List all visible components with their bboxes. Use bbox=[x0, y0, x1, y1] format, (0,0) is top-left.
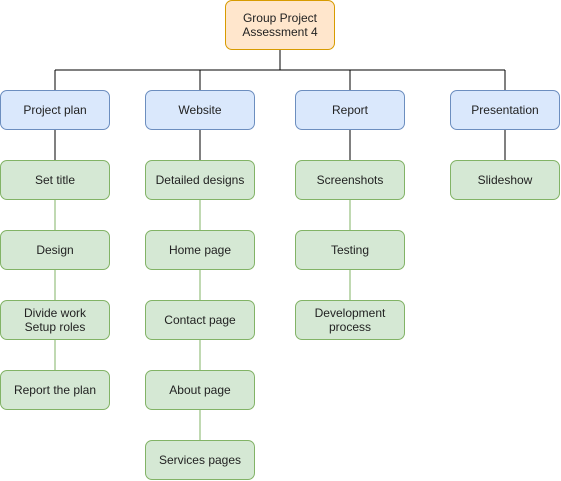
task-node-report-the-plan[interactable]: Report the plan bbox=[0, 370, 110, 410]
task-node-testing[interactable]: Testing bbox=[295, 230, 405, 270]
category-node-website[interactable]: Website bbox=[145, 90, 255, 130]
task-node-development-process[interactable]: Development process bbox=[295, 300, 405, 340]
task-node-contact-page[interactable]: Contact page bbox=[145, 300, 255, 340]
task-node-screenshots[interactable]: Screenshots bbox=[295, 160, 405, 200]
task-node-detailed-designs[interactable]: Detailed designs bbox=[145, 160, 255, 200]
category-node-presentation[interactable]: Presentation bbox=[450, 90, 560, 130]
category-node-project-plan[interactable]: Project plan bbox=[0, 90, 110, 130]
task-node-design[interactable]: Design bbox=[0, 230, 110, 270]
category-node-report[interactable]: Report bbox=[295, 90, 405, 130]
task-node-divide-work[interactable]: Divide work Setup roles bbox=[0, 300, 110, 340]
root-node-group-project[interactable]: Group Project Assessment 4 bbox=[225, 0, 335, 50]
task-node-slideshow[interactable]: Slideshow bbox=[450, 160, 560, 200]
task-node-home-page[interactable]: Home page bbox=[145, 230, 255, 270]
task-node-services-pages[interactable]: Services pages bbox=[145, 440, 255, 480]
task-node-about-page[interactable]: About page bbox=[145, 370, 255, 410]
task-node-set-title[interactable]: Set title bbox=[0, 160, 110, 200]
